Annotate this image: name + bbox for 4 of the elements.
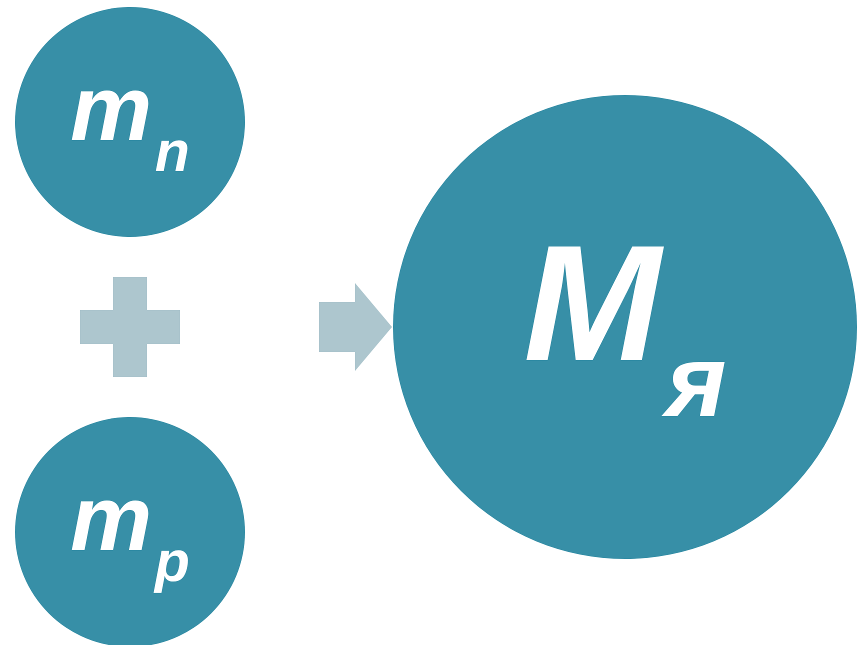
symbol-label: m$_{p}$ <box>70 472 190 592</box>
symbol-label: m$_{n}$ <box>70 62 190 182</box>
symbol-label: M$_{я}$ <box>524 221 726 433</box>
arrow <box>319 283 392 371</box>
